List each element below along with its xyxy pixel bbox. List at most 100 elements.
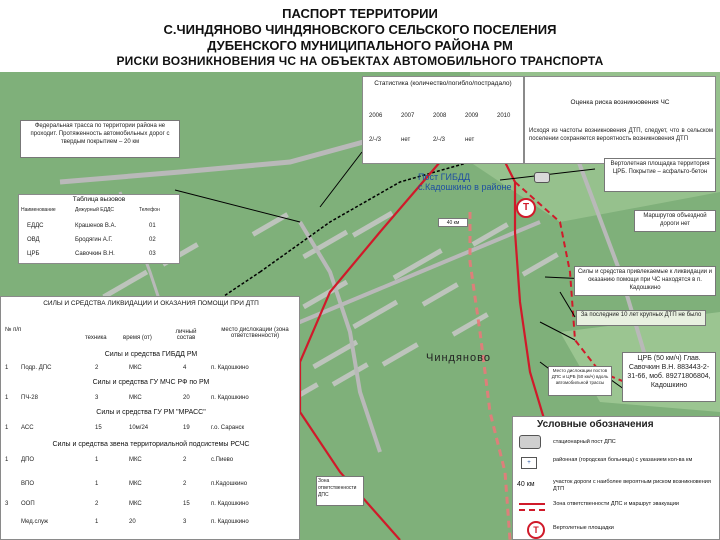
railway-line xyxy=(259,161,471,273)
forces-row-tech: 15 xyxy=(95,425,102,431)
call-row-person: Крашенов В.А. xyxy=(75,223,117,229)
forces-row-n: 1 xyxy=(5,395,9,401)
stat-value-2008: 2/-/3 xyxy=(433,137,446,143)
forces-row-n: 1 xyxy=(5,425,9,431)
forces-row-n: 1 xyxy=(5,365,9,371)
call-row-phone: 02 xyxy=(149,237,156,243)
call-row-person: Бродягин А.Г. xyxy=(75,237,113,243)
forces-row-unit: ВПО xyxy=(21,481,34,487)
group-mchs-title: Силы и средства ГУ МЧС РФ по РМ xyxy=(92,379,210,386)
forces-row-time: МКС xyxy=(129,395,142,401)
speed-sign-icon: 40 км xyxy=(517,481,535,488)
forces-row-place: п. Кадошкино xyxy=(211,365,249,371)
call-table: Таблица вызовов Наименование Дежурный ЕД… xyxy=(18,194,180,264)
stat-year-2007: 2007 xyxy=(401,113,415,119)
forces-row-n: 3 xyxy=(5,501,9,507)
forces-row-tech: 1 xyxy=(95,519,99,525)
statistics-header: Статистика (количество/погибло/пострадал… xyxy=(374,80,512,87)
police-car-icon xyxy=(519,435,541,449)
stat-year-2006: 2006 xyxy=(369,113,383,119)
title-line-3: ДУБЕНСКОГО МУНИЦИПАЛЬНОГО РАЙОНА РМ xyxy=(207,38,513,53)
legend-title: Условные обозначения xyxy=(537,419,654,430)
dtp-note: За последние 10 лет крупных ДТП не было xyxy=(576,310,706,326)
crb-note: ЦРБ (50 км/ч) Глав. Савочкин В.Н. 883443… xyxy=(622,352,716,402)
forces-row-place: п. Кадошкино xyxy=(211,519,249,525)
police-car-map-icon xyxy=(534,172,550,183)
forces-row-place: п.Кадошкино xyxy=(211,481,248,487)
forces-row-time: 10м/24 xyxy=(129,425,149,431)
call-col-person: Дежурный ЕДДС xyxy=(75,207,114,213)
stat-year-2009: 2009 xyxy=(465,113,479,119)
forces-row-tech: 3 xyxy=(95,395,99,401)
statistics-table: Статистика (количество/погибло/пострадал… xyxy=(362,76,524,164)
forces-row-staff: 2 xyxy=(183,457,187,463)
heliport-note: Вертолетная площадка территория ЦРБ. Пок… xyxy=(604,158,716,192)
stat-year-2008: 2008 xyxy=(433,113,447,119)
forces-row-staff: 3 xyxy=(183,519,187,525)
forces-row-staff: 4 xyxy=(183,365,187,371)
forces-row-tech: 1 xyxy=(95,481,99,487)
forces-row-place: г.о. Саранск xyxy=(211,425,245,431)
forces-row-unit: Мед.служ xyxy=(21,519,49,525)
call-table-title: Таблица вызовов xyxy=(72,196,126,203)
legend-item-label: Зона ответственности ДПС и маршрут эваку… xyxy=(553,501,679,507)
forces-row-unit: ДПО xyxy=(21,457,35,463)
forces-row-unit: АСС xyxy=(21,425,34,431)
forces-row-tech: 2 xyxy=(95,365,99,371)
forces-row-staff: 19 xyxy=(183,425,190,431)
forces-row-n: 1 xyxy=(5,457,9,463)
forces-row-place: п. Кадошкино xyxy=(211,395,249,401)
risk-assessment-text: Исходя из частоты возникновения ДТП, сле… xyxy=(529,128,713,142)
call-row-name: ОВД xyxy=(27,237,40,243)
map-area: Статистика (количество/погибло/пострадал… xyxy=(0,72,720,540)
risk-assessment-header: Оценка риска возникновения ЧС xyxy=(570,99,670,106)
dps-note: Место дислокации постов ДПС и ЦРБ (50 км… xyxy=(548,366,612,396)
village-label: Чиндяново xyxy=(426,352,491,364)
forces-row-time: МКС xyxy=(129,501,142,507)
legend-item-label: Вертолетные площадки xyxy=(553,525,614,531)
title-line-4: РИСКИ ВОЗНИКНОВЕНИЯ ЧС НА ОБЪЕКТАХ АВТОМ… xyxy=(116,54,604,68)
forces-row-place: п. Кадошкино xyxy=(211,501,249,507)
risk-assessment-box: Оценка риска возникновения ЧС Исходя из … xyxy=(524,76,716,164)
gibdd-post-label: Пост ГИБДД с.Кадошкино в районе xyxy=(418,172,512,192)
forces-row-place: с.Пиево xyxy=(211,457,234,463)
detour-note: Маршрутов объездной дороги нет xyxy=(634,210,716,232)
forces-note: Силы и средства привлекаемые к ликвидаци… xyxy=(574,266,716,296)
call-row-phone: 01 xyxy=(149,223,156,229)
forces-row-unit: ООП xyxy=(21,501,35,507)
legend-item-label: участок дороги с наиболее вероятным риск… xyxy=(553,479,711,492)
call-row-person: Савочкин В.Н. xyxy=(75,251,115,257)
forces-col-time: время (от) xyxy=(123,335,152,341)
forces-col-n: № п/п xyxy=(5,327,22,333)
call-row-name: ЦРБ xyxy=(27,251,40,257)
forces-row-time: МКС xyxy=(129,365,142,371)
stat-value-2007: нет xyxy=(401,137,411,143)
title-line-2: С.ЧИНДЯНОВО ЧИНДЯНОВСКОГО СЕЛЬСКОГО ПОСЕ… xyxy=(163,22,557,37)
group-rschs-title: Силы и средства звена территориальной по… xyxy=(52,441,250,448)
zone-note: Зона ответственности ДПС xyxy=(316,476,364,506)
forces-row-unit: ПЧ-28 xyxy=(21,395,38,401)
forces-table-title: СИЛЫ И СРЕДСТВА ЛИКВИДАЦИИ И ОКАЗАНИЯ ПО… xyxy=(43,300,259,307)
forces-row-staff: 2 xyxy=(183,481,187,487)
route-zone xyxy=(298,111,479,540)
federal-road-note: Федеральная трасса по территории района … xyxy=(20,120,180,158)
route-line-icon xyxy=(519,503,545,511)
heliport-map-icon: Т xyxy=(516,198,536,218)
call-col-phone: Телефон xyxy=(139,207,160,213)
legend: Условные обозначения стационарный пост Д… xyxy=(512,416,720,540)
forces-row-time: МКС xyxy=(129,457,142,463)
forces-row-staff: 20 xyxy=(183,395,190,401)
forces-row-staff: 15 xyxy=(183,501,190,507)
forces-row-time: МКС xyxy=(129,481,142,487)
forces-row-tech: 1 xyxy=(95,457,99,463)
forces-table: СИЛЫ И СРЕДСТВА ЛИКВИДАЦИИ И ОКАЗАНИЯ ПО… xyxy=(0,296,300,540)
title-line-1: ПАСПОРТ ТЕРРИТОРИИ xyxy=(282,6,438,21)
forces-row-tech: 2 xyxy=(95,501,99,507)
stat-value-2006: 2/-/3 xyxy=(369,137,382,143)
forces-col-tech: техника xyxy=(85,335,107,341)
group-mrass-title: Силы и средства ГУ РМ "МРАСС" xyxy=(96,409,206,416)
call-col-name: Наименование xyxy=(21,207,56,213)
legend-item-label: стационарный пост ДПС xyxy=(553,439,616,445)
route-evacuation xyxy=(514,181,651,393)
heliport-icon: Т xyxy=(527,521,545,539)
